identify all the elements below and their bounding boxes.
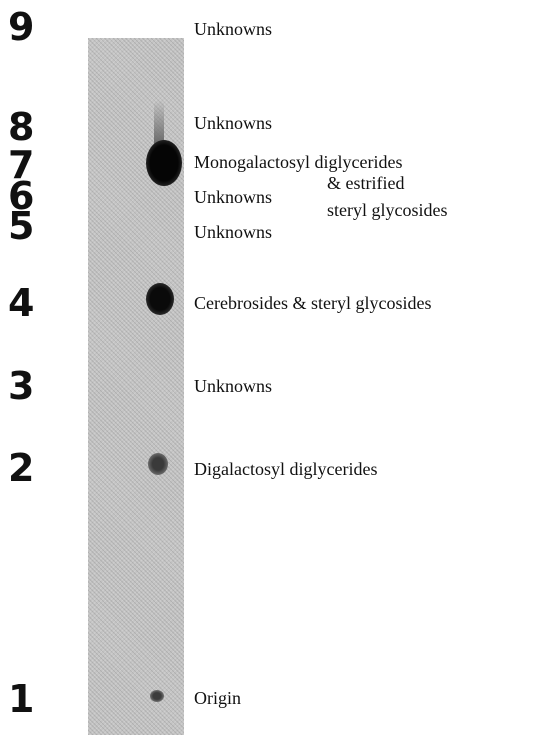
- spot-band-2: [148, 453, 168, 475]
- band-number-3: 3: [8, 367, 34, 405]
- spot-band-4: [146, 283, 174, 315]
- spot-band-7: [146, 140, 182, 186]
- label-band-7-line2: & estrified: [327, 174, 404, 192]
- label-origin: Origin: [194, 689, 241, 707]
- band-number-9: 9: [8, 8, 34, 46]
- band-number-2: 2: [8, 449, 34, 487]
- band-number-5: 5: [8, 207, 34, 245]
- label-band-4: Cerebrosides & steryl glycosides: [194, 294, 431, 312]
- chromatography-strip: [88, 38, 184, 735]
- band-number-4: 4: [8, 284, 34, 322]
- label-band-7-line3: steryl glycosides: [327, 201, 447, 219]
- label-band-5: Unknowns: [194, 223, 272, 241]
- band-number-1: 1: [8, 680, 34, 718]
- label-band-6: Unknowns: [194, 188, 272, 206]
- band-number-8: 8: [8, 108, 34, 146]
- label-band-8: Unknowns: [194, 114, 272, 132]
- label-band-7: Monogalactosyl diglycerides: [194, 153, 402, 171]
- spot-origin: [150, 690, 164, 702]
- label-band-2: Digalactosyl diglycerides: [194, 460, 377, 478]
- label-band-3: Unknowns: [194, 377, 272, 395]
- label-band-9: Unknowns: [194, 20, 272, 38]
